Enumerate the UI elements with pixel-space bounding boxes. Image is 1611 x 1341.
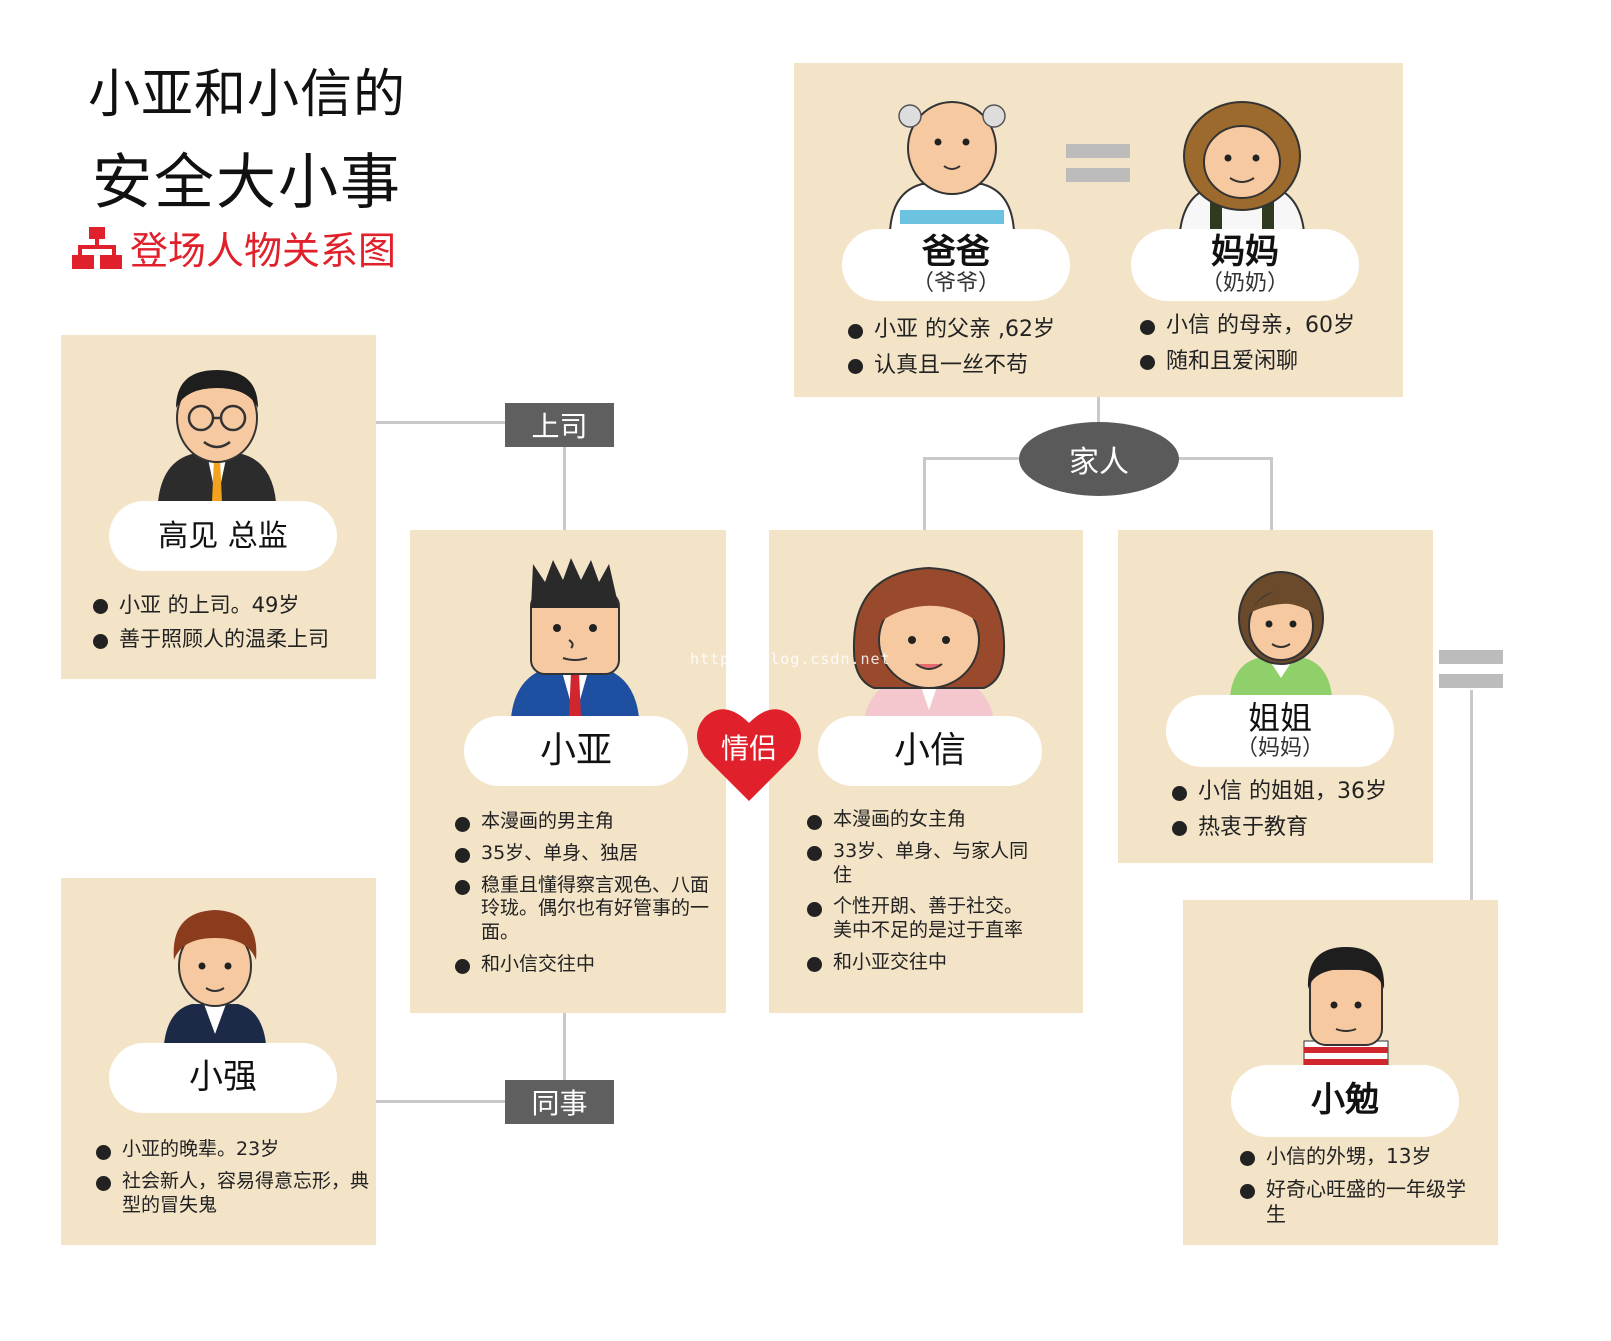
xiaoya-name-pill: 小亚 xyxy=(464,716,688,786)
boss-tag: 上司 xyxy=(505,403,614,447)
xiaoqiang-info-item: 小亚的晚辈。23岁 xyxy=(96,1138,371,1162)
xiaoxin-info-item: 33岁、单身、与家人同住 xyxy=(807,840,1037,888)
mom-info: 小信 的母亲，60岁 随和且爱闲聊 xyxy=(1140,312,1390,383)
dad-sub: （爷爷） xyxy=(911,270,1000,296)
subtitle: 登场人物关系图 xyxy=(72,220,396,275)
xiaoxin-info: 本漫画的女主角 33岁、单身、与家人同住 个性开朗、善于社交。美中不足的是过于直… xyxy=(807,808,1037,983)
xiaoxin-info-item: 个性开朗、善于社交。美中不足的是过于直率 xyxy=(807,895,1037,943)
xiaomian-info-item: 小信的外甥，13岁 xyxy=(1240,1144,1475,1169)
xiaoya-info-item: 35岁、单身、独居 xyxy=(455,842,715,866)
sister-info-item: 小信 的姐姐，36岁 xyxy=(1172,778,1427,806)
family-label: 家人 xyxy=(1019,422,1179,496)
line-sister-son-v xyxy=(1470,690,1473,900)
colleague-tag: 同事 xyxy=(505,1080,614,1124)
dad-name: 爸爸 xyxy=(922,232,990,273)
xiaoya-name: 小亚 xyxy=(539,730,612,772)
mom-name-pill: 妈妈 （奶奶） xyxy=(1131,229,1359,301)
line-family-left-h xyxy=(923,457,1023,460)
sister-name: 姐姐 xyxy=(1247,699,1312,738)
line-colleague-v xyxy=(563,1013,566,1081)
watermark: http://blog.csdn.net xyxy=(690,650,891,668)
sister-sub: （妈妈） xyxy=(1235,735,1324,761)
gaojian-info-item: 善于照顾人的温柔上司 xyxy=(93,626,368,652)
line-boss-v xyxy=(563,446,566,530)
xiaoxin-avatar xyxy=(852,566,1006,720)
xiaoya-info: 本漫画的男主角 35岁、单身、独居 稳重且懂得察言观色、八面玲珑。偶尔也有好管事… xyxy=(455,810,715,985)
couple-label: 情侣 xyxy=(720,732,777,765)
dad-avatar xyxy=(888,101,1016,232)
mom-name: 妈妈 xyxy=(1211,232,1279,273)
couple-heart: 情侣 xyxy=(695,705,803,803)
xiaoxin-info-item: 和小亚交往中 xyxy=(807,951,1037,975)
xiaoqiang-name: 小强 xyxy=(189,1057,257,1098)
xiaoxin-info-item: 本漫画的女主角 xyxy=(807,808,1037,832)
mom-info-item: 小信 的母亲，60岁 xyxy=(1140,312,1390,340)
xiaoya-info-item: 本漫画的男主角 xyxy=(455,810,715,834)
gaojian-name-pill: 高见 总监 xyxy=(109,501,337,571)
mom-avatar xyxy=(1178,101,1306,232)
xiaoqiang-name-pill: 小强 xyxy=(109,1043,337,1113)
dad-info-item: 认真且一丝不苟 xyxy=(848,352,1088,380)
sister-avatar xyxy=(1230,571,1332,696)
sister-info-item: 热衷于教育 xyxy=(1172,814,1427,842)
sister-info: 小信 的姐姐，36岁 热衷于教育 xyxy=(1172,778,1427,849)
xiaoya-avatar xyxy=(511,558,639,718)
subtitle-text: 登场人物关系图 xyxy=(130,229,397,273)
relation-equals-icon xyxy=(1439,650,1503,690)
married-equals-icon xyxy=(1066,144,1130,184)
dad-name-pill: 爸爸 （爷爷） xyxy=(842,229,1070,301)
xiaoqiang-info-item: 社会新人，容易得意忘形，典型的冒失鬼 xyxy=(96,1170,371,1218)
mom-sub: （奶奶） xyxy=(1200,270,1289,296)
title-line2: 安全大小事 xyxy=(92,148,402,218)
xiaomian-name-pill: 小勉 xyxy=(1231,1065,1459,1137)
line-boss-h xyxy=(376,421,506,424)
xiaoxin-name-pill: 小信 xyxy=(818,716,1042,786)
xiaoya-info-item: 和小信交往中 xyxy=(455,953,715,977)
mom-info-item: 随和且爱闲聊 xyxy=(1140,348,1390,376)
line-family-right-v xyxy=(1270,457,1273,531)
line-family-right-h xyxy=(1178,457,1273,460)
xiaoxin-name: 小信 xyxy=(893,730,966,772)
gaojian-avatar xyxy=(158,370,276,502)
xiaomian-name: 小勉 xyxy=(1311,1080,1379,1121)
gaojian-info: 小亚 的上司。49岁 善于照顾人的温柔上司 xyxy=(93,592,368,661)
line-family-left-v xyxy=(923,457,926,531)
gaojian-info-item: 小亚 的上司。49岁 xyxy=(93,592,368,618)
xiaomian-info: 小信的外甥，13岁 好奇心旺盛的一年级学生 xyxy=(1240,1144,1475,1235)
xiaoqiang-avatar xyxy=(164,910,266,1044)
xiaomian-info-item: 好奇心旺盛的一年级学生 xyxy=(1240,1177,1475,1227)
heart-icon xyxy=(697,709,801,801)
xiaoqiang-info: 小亚的晚辈。23岁 社会新人，容易得意忘形，典型的冒失鬼 xyxy=(96,1138,371,1225)
line-colleague-h xyxy=(376,1100,506,1103)
sister-name-pill: 姐姐 （妈妈） xyxy=(1166,695,1394,767)
dad-info-item: 小亚 的父亲 ,62岁 xyxy=(848,316,1088,344)
xiaomian-avatar xyxy=(1303,947,1389,1067)
gaojian-name: 高见 总监 xyxy=(158,518,288,554)
title-line1: 小亚和小信的 xyxy=(88,65,407,125)
org-chart-icon xyxy=(72,226,122,269)
xiaoya-info-item: 稳重且懂得察言观色、八面玲珑。偶尔也有好管事的一面。 xyxy=(455,874,715,945)
dad-info: 小亚 的父亲 ,62岁 认真且一丝不苟 xyxy=(848,316,1088,387)
